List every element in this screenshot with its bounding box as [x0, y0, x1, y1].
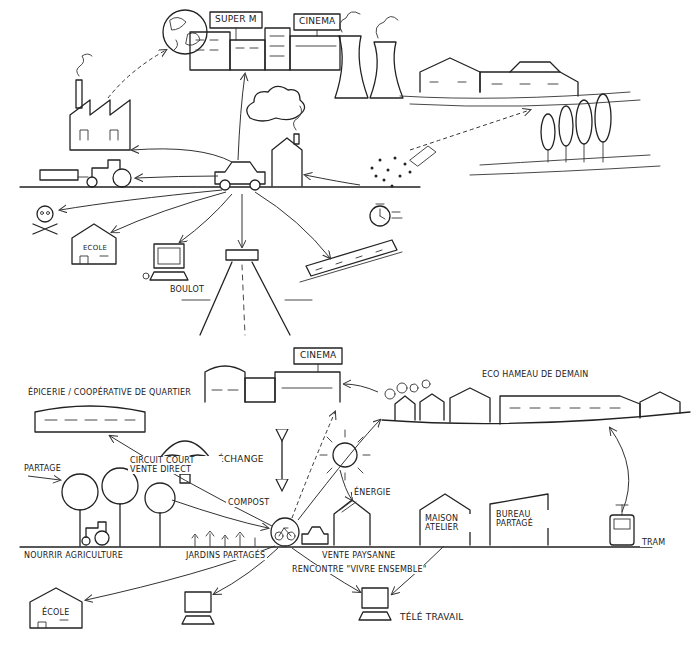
farm-buildings — [400, 58, 640, 106]
train — [300, 240, 402, 282]
sketch-label: COMPOST — [226, 498, 271, 507]
small-car — [302, 527, 328, 544]
sketch-label: CINEMA — [298, 350, 338, 360]
poplar-trees — [470, 94, 660, 175]
farm-shop-house — [334, 500, 370, 545]
sketch-label: RENCONTRE "VIVRE ENSEMBLE" — [290, 565, 429, 574]
sketch-label: PARTAGE — [22, 464, 63, 473]
exchange-arrow — [282, 436, 283, 486]
sketch-label: MAISON ATELIER — [423, 514, 473, 532]
house — [272, 106, 302, 186]
sketch-label: TÉLÉ TRAVAIL — [398, 612, 466, 622]
cloud — [247, 86, 305, 121]
orchard-trees — [62, 468, 175, 546]
cinema-buildings — [205, 348, 342, 402]
tractor — [40, 160, 131, 187]
sketch-label: ÉPICERIE / COOPÉRATIVE DE QUARTIER — [26, 388, 193, 397]
school-building — [72, 224, 116, 264]
school-building — [30, 588, 82, 628]
shopping-buildings — [190, 12, 340, 70]
sketch-label: NOURRIR AGRICULTURE — [22, 551, 125, 560]
computer — [143, 244, 188, 280]
sketch-label: BOULOT — [168, 285, 206, 294]
bicycle-hub — [271, 518, 299, 546]
tram — [610, 505, 634, 545]
pollution-particles — [371, 146, 437, 188]
sketch-label: CIRCUIT COURT VENTE DIRECT — [128, 456, 222, 474]
sketch-label: SUPER M — [213, 14, 259, 24]
sketch-label: ÉCOLE — [40, 608, 71, 617]
cooling-towers — [335, 12, 403, 98]
skull-crossbones — [33, 206, 57, 234]
sketch-label: CINEMA — [297, 16, 337, 26]
factory — [70, 54, 130, 150]
grocery-building — [35, 406, 145, 432]
sketch-label: TRAM — [640, 538, 667, 547]
computer — [182, 592, 214, 624]
sketch-label: JARDINS PARTAGÉS — [184, 551, 267, 560]
small-tractor — [82, 522, 109, 545]
shared-gardens — [192, 531, 255, 546]
sketch-label: VENTE PAYSANNE — [320, 551, 398, 560]
sketch-label: ECO HAMEAU DE DEMAIN — [480, 370, 591, 379]
computer — [359, 588, 391, 620]
eco-hamlet — [382, 380, 690, 424]
sketch-label: ECOLE — [81, 244, 109, 252]
clock — [370, 204, 402, 226]
sketch-label: ÉNERGIE — [352, 488, 393, 497]
car — [215, 162, 265, 190]
sun — [320, 430, 370, 480]
sketch-label: ÉCHANGE — [216, 454, 266, 464]
sketch-label: BUREAU PARTAGÉ — [494, 510, 550, 528]
